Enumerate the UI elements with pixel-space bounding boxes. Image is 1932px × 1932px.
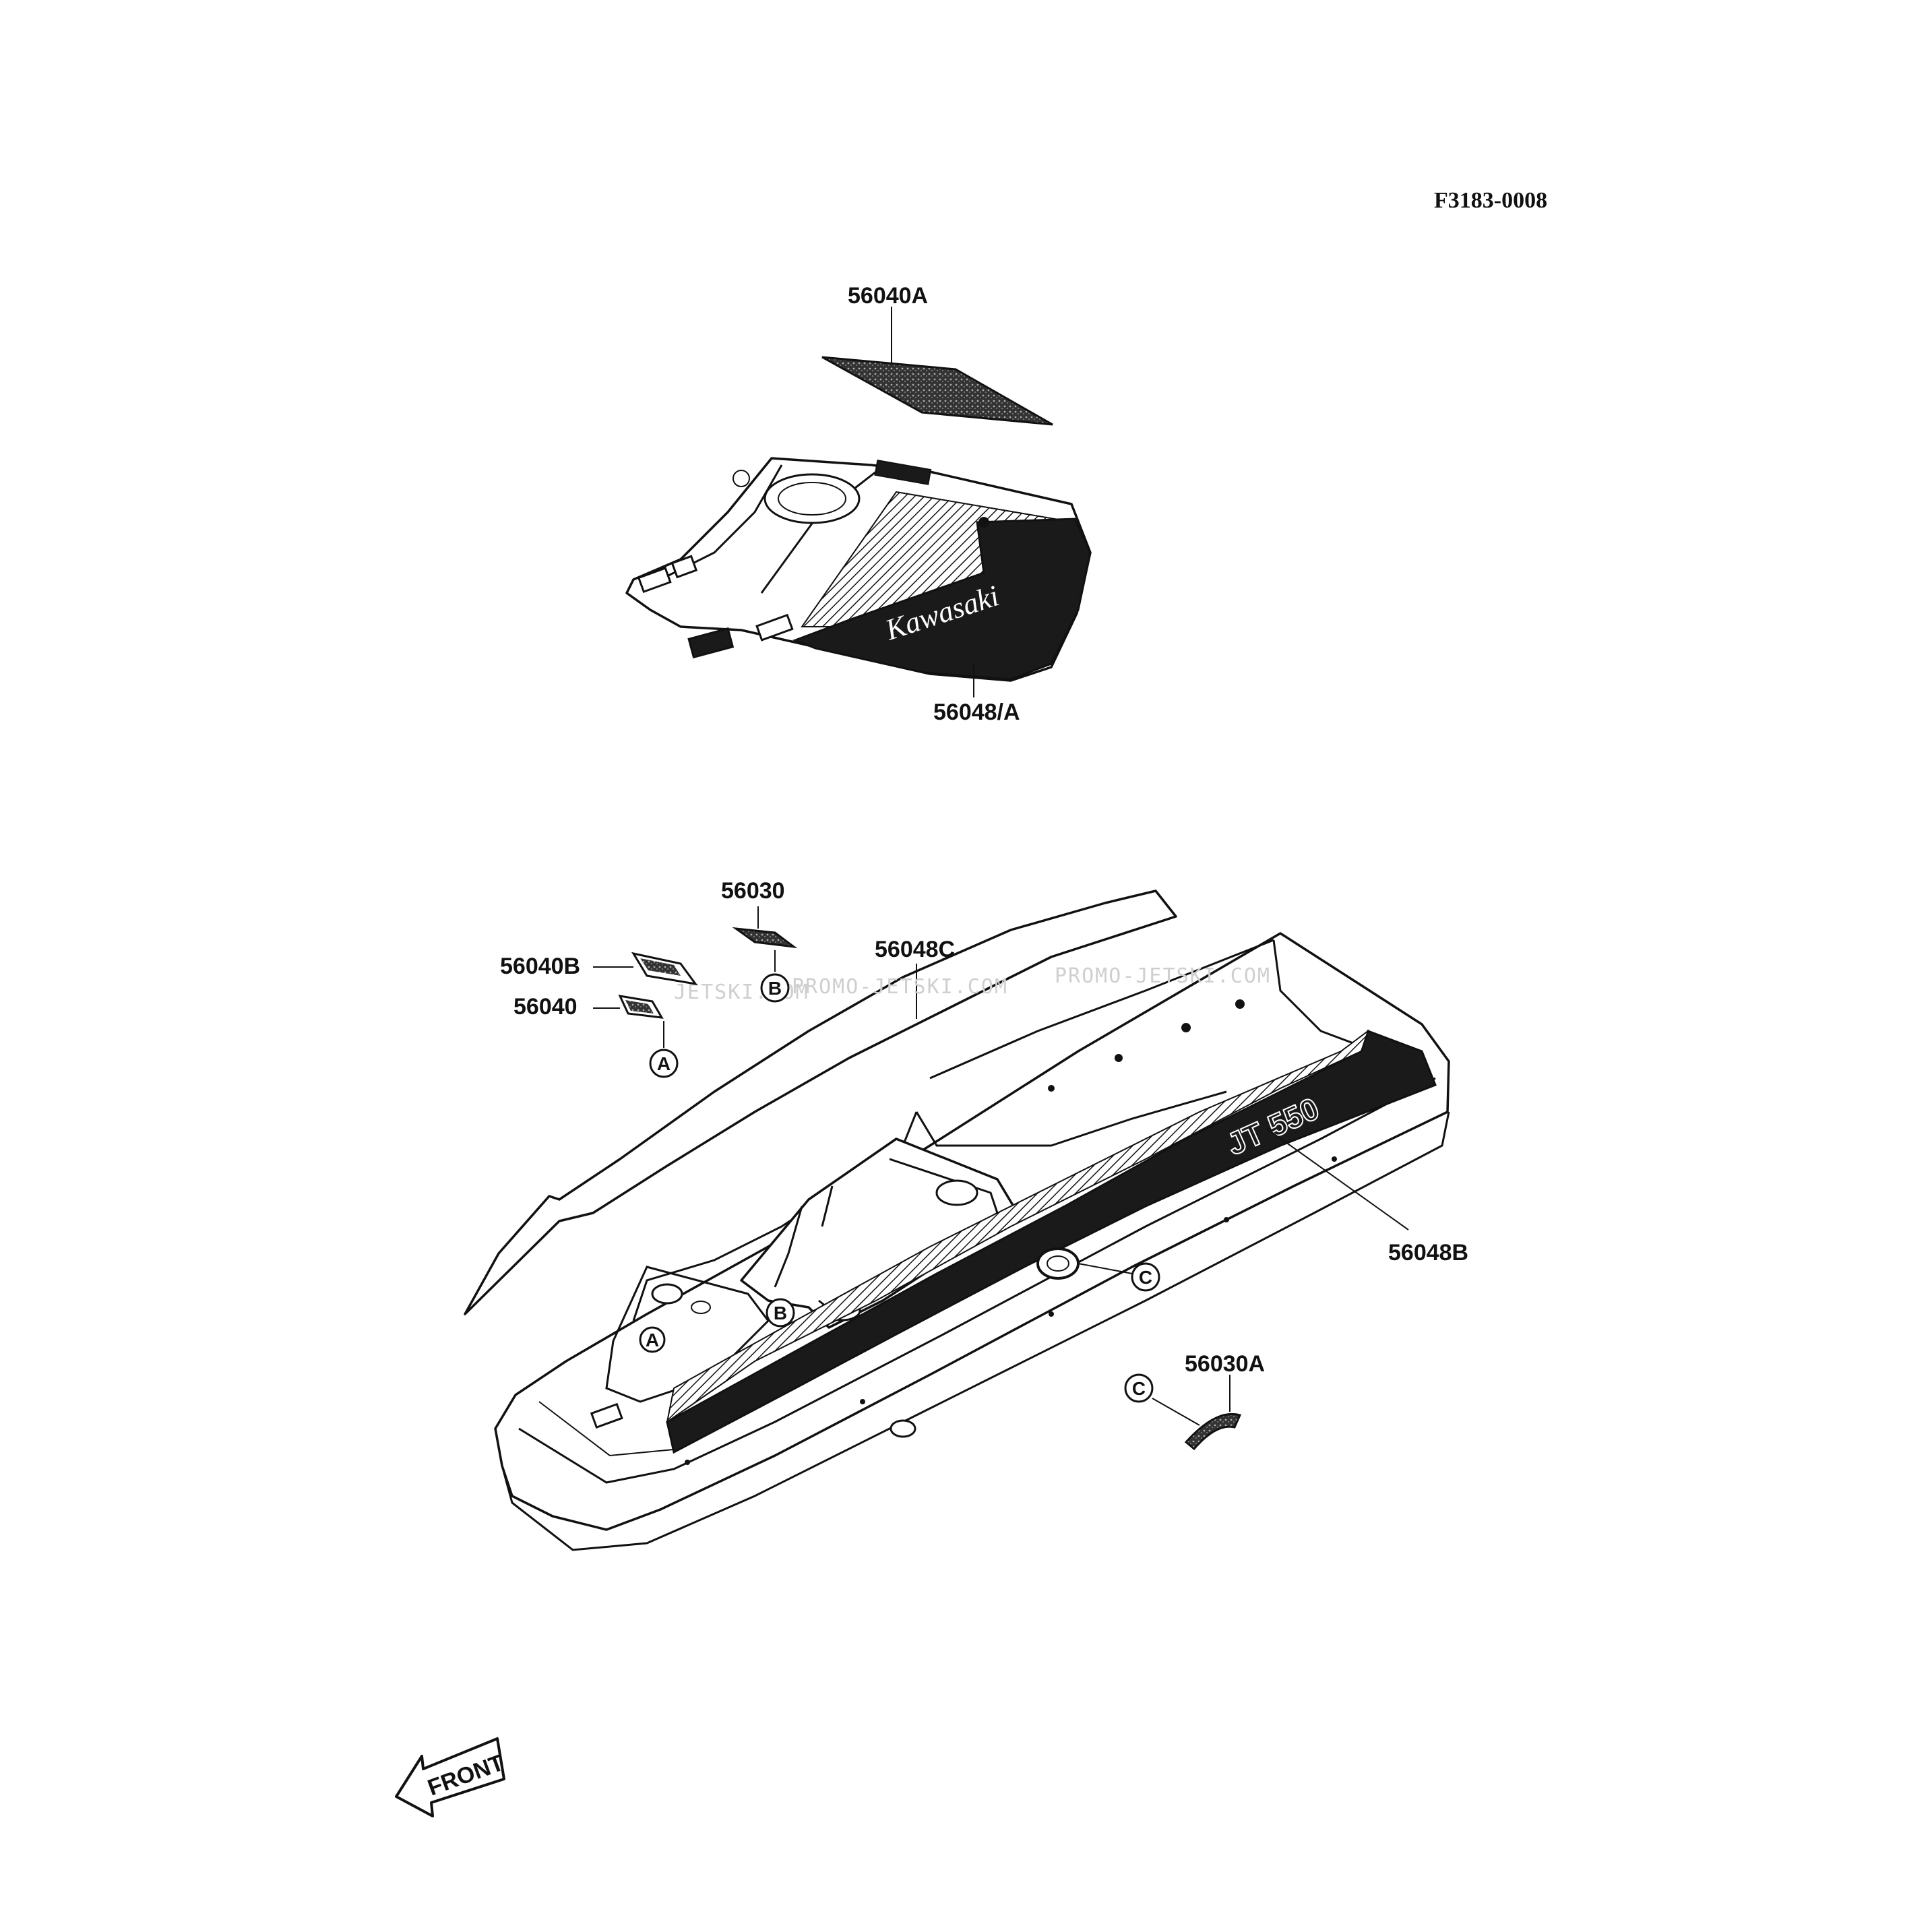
decal-56040 (618, 995, 664, 1019)
decal-56048C (464, 890, 1177, 1315)
engine-cover: Kawasaki (625, 457, 1092, 682)
svg-text:A: A (646, 1330, 659, 1350)
label-56048B: 56048B (1388, 1240, 1468, 1266)
ref-marker-a-hull: A (639, 1326, 666, 1353)
label-56040: 56040 (513, 994, 578, 1020)
svg-text:C: C (1139, 1267, 1152, 1288)
label-56030A: 56030A (1185, 1351, 1265, 1377)
label-56040A: 56040A (848, 283, 928, 309)
decal-56040B (631, 952, 698, 986)
svg-text:C: C (1132, 1378, 1146, 1399)
watermark-text-3: PROMO-JETSKI.COM (1055, 964, 1271, 988)
decal-56030 (732, 927, 798, 949)
decal-56040A (821, 356, 1053, 426)
leader-56030A-ref (1152, 1398, 1200, 1426)
leader-ref-c (1078, 1263, 1133, 1274)
figure-code: F3183-0008 (1434, 188, 1547, 213)
svg-text:B: B (768, 978, 782, 999)
ref-marker-c-decal: C (1124, 1373, 1154, 1403)
ref-marker-b-hull: B (766, 1298, 795, 1328)
leader-56048B (1266, 1128, 1409, 1230)
svg-text:B: B (774, 1303, 787, 1323)
front-arrow: FRONT (395, 1737, 507, 1817)
ref-marker-c-hull: C (1131, 1262, 1160, 1292)
label-56040B: 56040B (500, 954, 580, 979)
decal-56030A (1184, 1412, 1242, 1451)
svg-text:A: A (657, 1053, 671, 1074)
watermark-text-2: PROMO-JETSKI.COM (792, 975, 1008, 999)
ref-marker-b-top: B (760, 973, 790, 1003)
label-56048A: 56048/A (933, 699, 1020, 725)
label-56048C: 56048C (875, 937, 955, 962)
label-56030: 56030 (721, 878, 785, 904)
hull: JT 550 (494, 932, 1450, 1551)
ref-marker-a-top: A (649, 1049, 679, 1078)
